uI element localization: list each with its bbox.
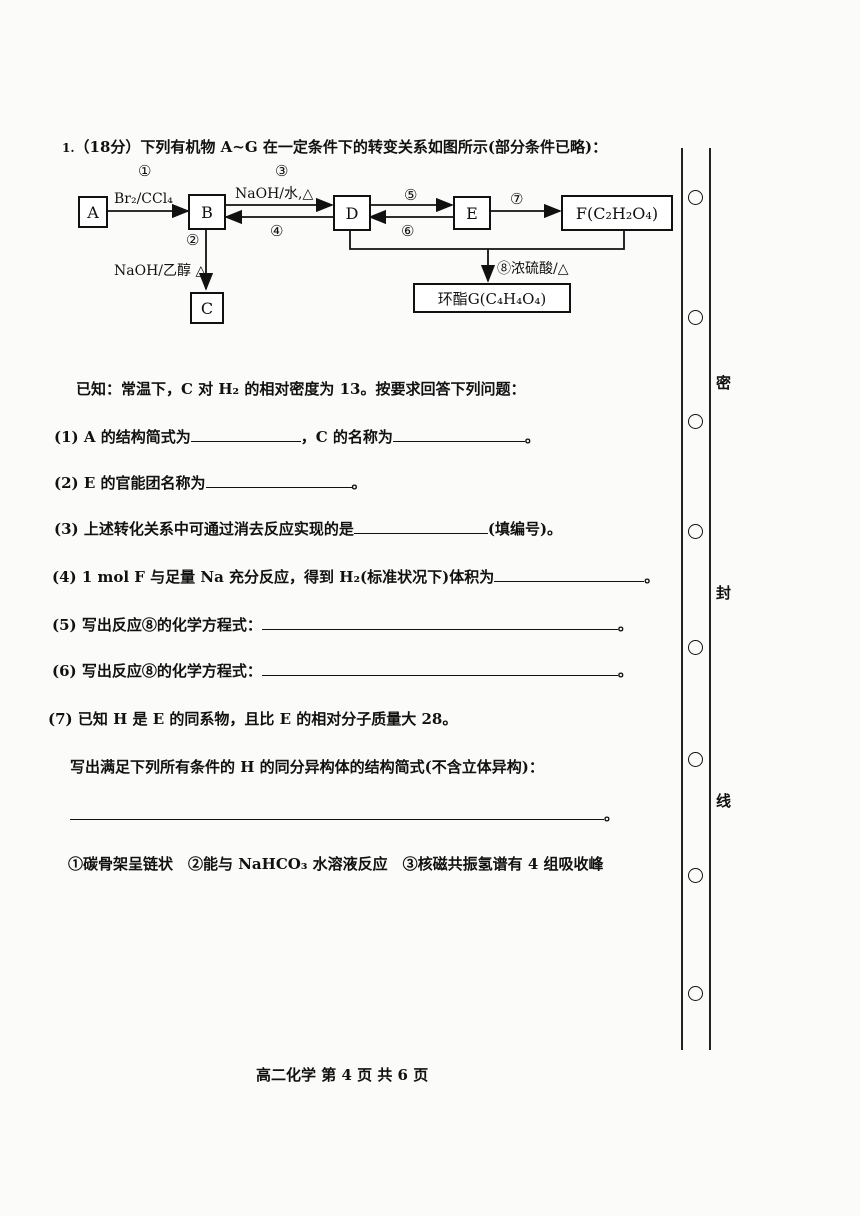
question-7-answer-line: 。 — [70, 804, 619, 825]
compound-a-box: A — [78, 196, 108, 228]
binding-hole-icon — [688, 868, 703, 883]
compound-b-box: B — [188, 194, 226, 230]
answer-blank-6[interactable] — [261, 661, 618, 676]
answer-blank-1a[interactable] — [190, 427, 301, 442]
question-header: 1.（18分）下列有机物 A~G 在一定条件下的转变关系如图所示(部分条件已略)… — [62, 136, 607, 157]
binding-line-right — [709, 148, 711, 1050]
answer-blank-5[interactable] — [261, 615, 618, 630]
known-condition: 已知：常温下，C 对 H₂ 的相对密度为 13。按要求回答下列问题： — [76, 380, 526, 398]
step-1-label: ① — [138, 162, 152, 180]
binding-hole-icon — [688, 986, 703, 1001]
answer-blank-4[interactable] — [494, 567, 645, 582]
reagent-3-label: NaOH/水,△ — [235, 186, 314, 202]
question-number: 1. — [62, 141, 75, 155]
question-text: （18分）下列有机物 A~G 在一定条件下的转变关系如图所示(部分条件已略)： — [74, 138, 608, 156]
step-3-label: ③ — [275, 162, 289, 180]
question-5: (5) 写出反应⑧的化学方程式：。 — [52, 615, 633, 634]
binding-hole-icon — [688, 310, 703, 325]
step-5-label: ⑤ — [404, 186, 418, 204]
step-4-label: ④ — [270, 222, 284, 240]
binding-hole-icon — [688, 190, 703, 205]
question-2: (2) E 的官能团名称为。 — [54, 473, 367, 492]
question-1: (1) A 的结构简式为，C 的名称为。 — [54, 427, 540, 446]
compound-f-box: F(C₂H₂O₄) — [561, 195, 673, 231]
question-4: (4) 1 mol F 与足量 Na 充分反应，得到 H₂(标准状况下)体积为。 — [52, 567, 660, 586]
answer-blank-7[interactable] — [70, 805, 604, 820]
question-6: (6) 写出反应⑧的化学方程式：。 — [52, 661, 633, 680]
question-7: (7) 已知 H 是 E 的同系物，且比 E 的相对分子质量大 28。 — [48, 710, 458, 728]
compound-c-box: C — [190, 292, 224, 324]
binding-hole-icon — [688, 640, 703, 655]
question-7-instruction: 写出满足下列所有条件的 H 的同分异构体的结构简式(不含立体异构)： — [70, 758, 544, 776]
question-7-conditions: ①碳骨架呈链状 ②能与 NaHCO₃ 水溶液反应 ③核磁共振氢谱有 4 组吸收峰 — [68, 855, 604, 873]
page-footer: 高二化学 第 4 页 共 6 页 — [256, 1066, 429, 1084]
step-2-label: ② — [186, 231, 200, 249]
question-3: (3) 上述转化关系中可通过消去反应实现的是(填编号)。 — [54, 519, 563, 538]
answer-blank-2[interactable] — [205, 473, 352, 488]
binding-hole-icon — [688, 414, 703, 429]
compound-d-box: D — [333, 195, 371, 231]
compound-e-box: E — [453, 196, 491, 230]
seal-char-mi: 密 — [716, 374, 732, 392]
reagent-1-label: Br₂/CCl₄ — [114, 191, 173, 207]
reagent-2-label: NaOH/乙醇 △ — [114, 263, 207, 279]
step-7-label: ⑦ — [510, 190, 524, 208]
step-8-label: ⑧浓硫酸/△ — [497, 261, 569, 277]
reaction-arrows — [106, 197, 625, 291]
binding-line-left — [681, 148, 683, 1050]
binding-hole-icon — [688, 524, 703, 539]
compound-g-box: 环酯G(C₄H₄O₄) — [413, 283, 571, 313]
seal-char-feng: 封 — [716, 584, 732, 602]
answer-blank-1b[interactable] — [392, 427, 525, 442]
answer-blank-3[interactable] — [353, 519, 488, 534]
step-6-label: ⑥ — [401, 222, 415, 240]
binding-hole-icon — [688, 752, 703, 767]
seal-char-xian: 线 — [716, 792, 732, 810]
